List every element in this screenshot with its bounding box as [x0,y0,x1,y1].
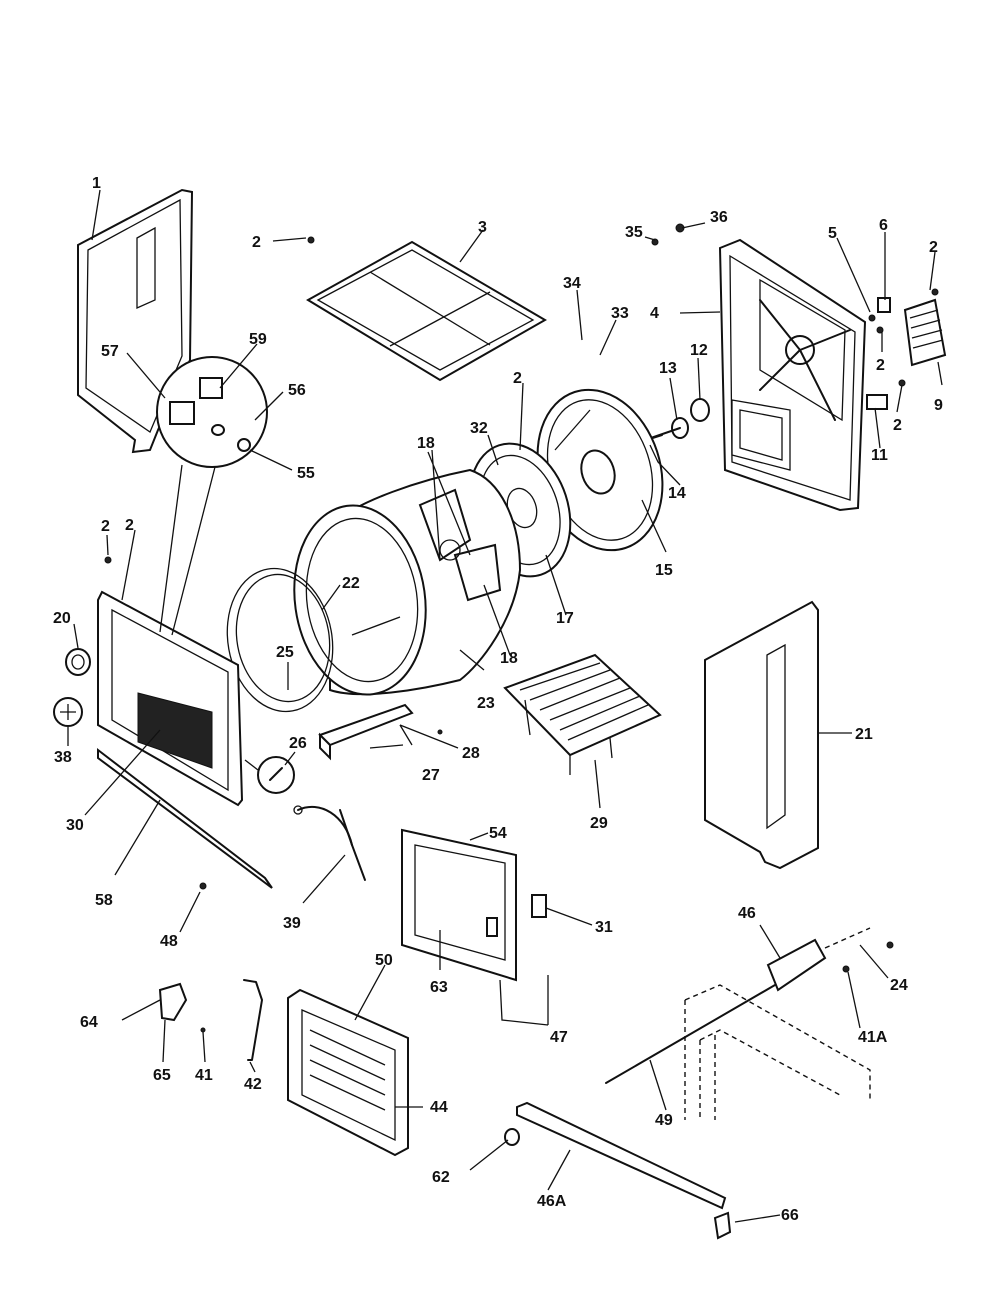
callout-58: 29 [590,815,608,832]
callout-2: 2 [929,239,938,256]
door-bracket [766,927,894,992]
callout-41: 65 [153,1067,171,1084]
callout-48: 54 [489,825,507,842]
callout-42: 41 [195,1067,213,1084]
callout-55: 55 [297,465,315,482]
callout-6: 6 [879,217,888,234]
callout-59: 59 [249,331,267,348]
callout-64: 24 [890,977,908,994]
callout-2: 2 [876,357,885,374]
callout-56: 56 [288,382,306,399]
callout-2: 2 [101,518,110,535]
callout-41A: 64 [80,1014,98,1031]
callout-26: 38 [54,749,72,766]
trim-strip [97,747,273,890]
callout-54: 39 [283,915,301,932]
callout-47: 50 [375,952,393,969]
callout-1: 1 [92,175,101,192]
callout-33: 33 [611,305,629,322]
zoom-detail-circle [156,356,268,636]
callout-35: 35 [625,224,643,241]
callout-9: 9 [934,397,943,414]
callout-2: 2 [513,370,522,387]
support-rod [605,984,776,1084]
callout-38: 21 [855,726,873,743]
callout-65: 41A [858,1029,888,1046]
toe-rail [504,1101,732,1240]
callout-28: 26 [289,735,307,752]
grille [903,298,947,367]
callout-18: 18 [500,650,518,667]
callout-23: 25 [276,644,294,661]
callout-22: 2 [125,517,134,534]
control-knobs [53,648,91,727]
callout-11: 11 [871,447,888,464]
callout-14: 14 [668,485,686,502]
callout-46: 31 [595,919,613,936]
clip-46 [531,894,547,918]
wire-harness [293,805,366,881]
callout-60: 66 [781,1207,799,1224]
callout-20: 22 [342,575,360,592]
cabinet-frame [684,984,871,1120]
callout-31: 48 [160,933,178,950]
top-panel [306,240,547,382]
callout-62: 49 [655,1112,673,1129]
callout-12: 12 [690,342,708,359]
callout-13: 13 [659,360,677,377]
lint-tray [503,653,662,775]
callout-24: 47 [550,1029,568,1046]
callout-3: 3 [478,219,487,236]
leader-lines [67,189,943,1223]
callout-49: 44 [430,1099,448,1116]
callout-21: 23 [477,695,495,712]
lint-duct [318,703,443,761]
callout-2: 2 [893,417,902,434]
callout-57: 57 [101,343,119,360]
latch-parts [158,979,263,1061]
callout-44: 42 [244,1076,262,1093]
callout-27: 30 [66,817,84,834]
callout-5: 5 [828,225,837,242]
small-fasteners [104,223,939,564]
callout-32: 32 [470,420,488,437]
callout-29: 27 [422,767,440,784]
front-seal [226,567,334,713]
callout-50: 63 [430,979,448,996]
callout-17: 17 [556,610,574,627]
callout-36: 36 [710,209,728,226]
callout-39: 58 [95,892,113,909]
callout-4: 4 [650,305,659,322]
rear-panel [718,238,867,512]
kick-panel [287,988,409,1157]
callout-66: 46A [537,1193,567,1210]
side-panel-right [704,600,819,870]
drum [293,468,522,696]
callout-15: 15 [655,562,673,579]
callout-2: 2 [252,234,261,251]
callout-labels: 1 2 3 35 36 2 5 6 4 34 33 59 57 56 55 2 … [53,175,943,1224]
callout-63: 46 [738,905,756,922]
front-panel [97,590,244,807]
access-panel [401,828,517,982]
callout-34: 34 [563,275,581,292]
callout-18: 18 [417,435,435,452]
callout-30: 28 [462,745,480,762]
callout-25: 20 [53,610,71,627]
callout-46A: 62 [432,1169,450,1186]
detail-circle-28 [244,756,295,794]
